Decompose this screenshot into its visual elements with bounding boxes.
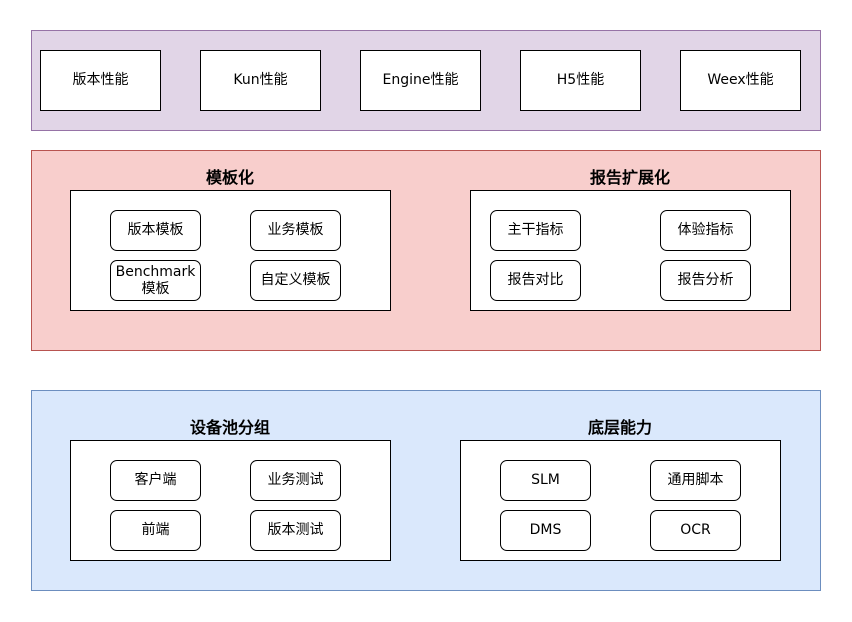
device-pool-item: 业务测试: [250, 460, 341, 501]
engine-performance-box: Engine性能: [360, 50, 481, 111]
templating-item: 自定义模板: [250, 260, 341, 301]
report-extension-item: 报告分析: [660, 260, 751, 301]
version-performance-box: 版本性能: [40, 50, 161, 111]
report-extension-item: 报告对比: [490, 260, 581, 301]
base-ability-item: 通用脚本: [650, 460, 741, 501]
templating-item: 业务模板: [250, 210, 341, 251]
device-pool-item: 客户端: [110, 460, 201, 501]
base-ability-item: DMS: [500, 510, 591, 551]
templating-title: 模板化: [205, 168, 254, 187]
report-extension-title: 报告扩展化: [589, 168, 670, 187]
templating-item: Benchmark 模板: [110, 260, 201, 301]
weex-performance-box: Weex性能: [680, 50, 801, 111]
device-pool-item: 前端: [110, 510, 201, 551]
base-ability-item: OCR: [650, 510, 741, 551]
base-ability-title: 底层能力: [587, 418, 652, 437]
device-pool-item: 版本测试: [250, 510, 341, 551]
kun-performance-box: Kun性能: [200, 50, 321, 111]
templating-item: 版本模板: [110, 210, 201, 251]
base-ability-item: SLM: [500, 460, 591, 501]
h5-performance-box: H5性能: [520, 50, 641, 111]
device-pool-title: 设备池分组: [189, 418, 270, 437]
report-extension-item: 体验指标: [660, 210, 751, 251]
report-extension-item: 主干指标: [490, 210, 581, 251]
